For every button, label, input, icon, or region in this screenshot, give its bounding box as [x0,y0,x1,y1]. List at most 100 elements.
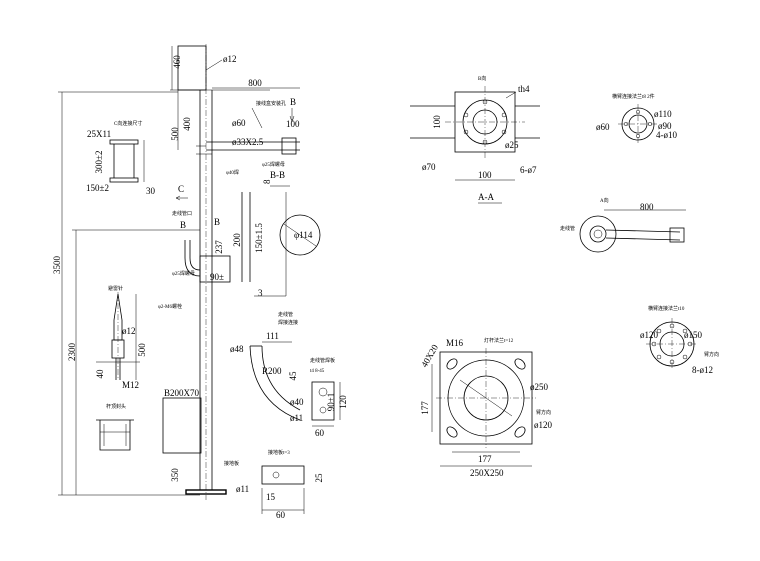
conduit-dim-d48: ø48 [230,344,244,354]
pole-elevation: 460 ø12 800 400 500 ø60 100 ø33X2.5 接线盒安… [52,44,300,500]
a-view: A向 800 走线管 [560,197,686,253]
aa-section: A-A [478,192,494,202]
aa-dim-6d7: 6-ø7 [520,165,537,175]
base-dim-250: 250X250 [470,468,504,478]
aa-dim-100v: 100 [432,115,442,129]
plate-note: t4 8-45 [310,369,325,374]
dim-d33: ø33X2.5 [232,137,264,147]
mark-b-left: B [180,220,186,230]
bb-dim-150: 150±1.5 [254,223,264,253]
base-flange-title: 灯杆法兰t=12 [484,337,514,344]
arm-dim-4d10: 4-ø10 [656,130,677,140]
aa-dim-d70: ø70 [422,162,436,172]
lightning-rod-detail: 避雷针 ø12 500 40 M12 [95,285,147,390]
svg-text:φ25焊螺母: φ25焊螺母 [172,270,195,277]
plate-dim-d11: ø11 [290,413,303,423]
base-dim-177v: 177 [420,401,430,415]
aa-view: B向 th4 100 ø25 ø70 6-ø7 100 A-A [410,75,540,204]
rod-title: 避雷针 [108,285,123,292]
aa-dim-100h: 100 [478,170,492,180]
ground-dim-60: 60 [276,510,286,520]
dim-500: 500 [170,127,180,141]
c-detail-title: C向连接尺寸 [114,120,142,127]
arm-dim-d90: ø90 [658,121,672,131]
ground-plate-detail: 接地板t=3 ø11 15 25 60 [236,449,324,520]
c-dim-150: 150±2 [86,183,109,193]
dim-2300: 2300 [67,343,77,362]
aa-dim-d25: ø25 [505,140,519,150]
dim-400: 400 [182,117,192,131]
ground-title: 接地板t=3 [268,449,290,456]
aa-th: th4 [518,84,530,94]
c-dim-30: 30 [146,186,156,196]
base-dim-40x20: 40X20 [419,342,440,369]
pole-flange-dir: 臂方向 [704,351,719,358]
ground-dim-15: 15 [266,492,276,502]
a-view-dim-800: 800 [640,202,654,212]
mark-c: C [178,184,184,194]
pole-flange-detail: 横臂连接法兰t10 ø120 ø150 臂方向 8-ø12 [640,305,719,375]
dim-237: 237 [214,240,224,254]
conduit-title2: 焊接连接 [278,319,298,326]
rod-dim-m12: M12 [122,380,139,390]
bb-dim-8: 8 [262,179,272,184]
dim-460: 460 [172,55,182,69]
mark-b-top: B [290,97,296,107]
conduit-dim-45: 45 [288,371,298,381]
cap-title: 杆顶封头 [106,403,126,410]
svg-text:走线管口: 走线管口 [172,210,192,217]
svg-text:φ2-M6螺栓: φ2-M6螺栓 [158,303,182,310]
rod-dim-40: 40 [95,369,105,379]
plate-dim-d40: ø40 [290,397,304,407]
svg-text:φ40焊: φ40焊 [226,169,239,176]
bb-dim-200: 200 [232,233,242,247]
dim-3500: 3500 [52,256,62,275]
conduit-title1: 走线管 [278,311,293,318]
arm-dim-d60: ø60 [596,122,610,132]
dim-100: 100 [286,119,300,129]
bb-section: B-B 8 φ114 200 150±1.5 3 [232,170,321,298]
svg-text:φ25焊螺母: φ25焊螺母 [262,161,285,168]
base-flange-dir: 臂方向 [536,409,551,416]
bb-label: B-B [270,170,285,180]
c-connection-detail: C向连接尺寸 25X11 300±2 150±2 30 [86,120,156,196]
arm-flange-detail: 横臂连接法兰t8 2件 ø110 ø60 ø90 4-ø10 [596,93,677,144]
ground-dim-25: 25 [314,473,324,483]
conduit-plate-detail: 走线管焊板 t4 8-45 ø40 ø11 90±1 120 60 [290,357,348,438]
pole-dim-d120: ø120 [640,330,659,340]
bb-dim-3: 3 [258,288,263,298]
c-dim-300: 300±2 [94,151,104,174]
a-view-label: A向 [600,197,609,204]
base-dim-d120: ø120 [534,420,553,430]
plate-dim-60: 60 [315,428,325,438]
dim-90pm: 90± [210,272,224,282]
dim-d12-top: ø12 [223,54,237,64]
base-dim-177h: 177 [478,454,492,464]
conduit-dim-r200: R200 [262,366,282,376]
plate-dim-90: 90±1 [326,393,336,411]
dim-d60: ø60 [232,118,246,128]
base-dim-d250: ø250 [530,382,549,392]
pole-dim-8d12: 8-ø12 [692,365,713,375]
conduit-dim-111: 111 [266,331,279,341]
box-label: B200X70 [164,388,200,398]
arm-flange-title: 横臂连接法兰t8 2件 [612,93,655,100]
cap-detail: 杆顶封头 [96,403,134,451]
dim-800: 800 [248,78,262,88]
bb-pipe: φ114 [294,230,313,240]
svg-text:走线管: 走线管 [560,225,575,232]
pole-dim-d150: ø150 [684,330,703,340]
pole-flange-title: 横臂连接法兰t10 [648,305,685,312]
arm-dim-d110: ø110 [654,109,672,119]
rod-dim-d12: ø12 [122,326,136,336]
svg-text:接线盒安装孔: 接线盒安装孔 [256,100,286,107]
rod-dim-500: 500 [137,343,147,357]
plate-title: 走线管焊板 [310,357,335,364]
ground-dim-d11: ø11 [236,484,249,494]
c-dim-25x11: 25X11 [87,129,111,139]
dim-350: 350 [170,468,180,482]
conduit-detail: 走线管 焊接连接 111 ø48 R200 45 [230,311,301,421]
base-flange-detail: 灯杆法兰t=12 40X20 M16 ø250 臂方向 ø120 177 177… [419,337,552,478]
mark-b-right: B [214,217,220,227]
